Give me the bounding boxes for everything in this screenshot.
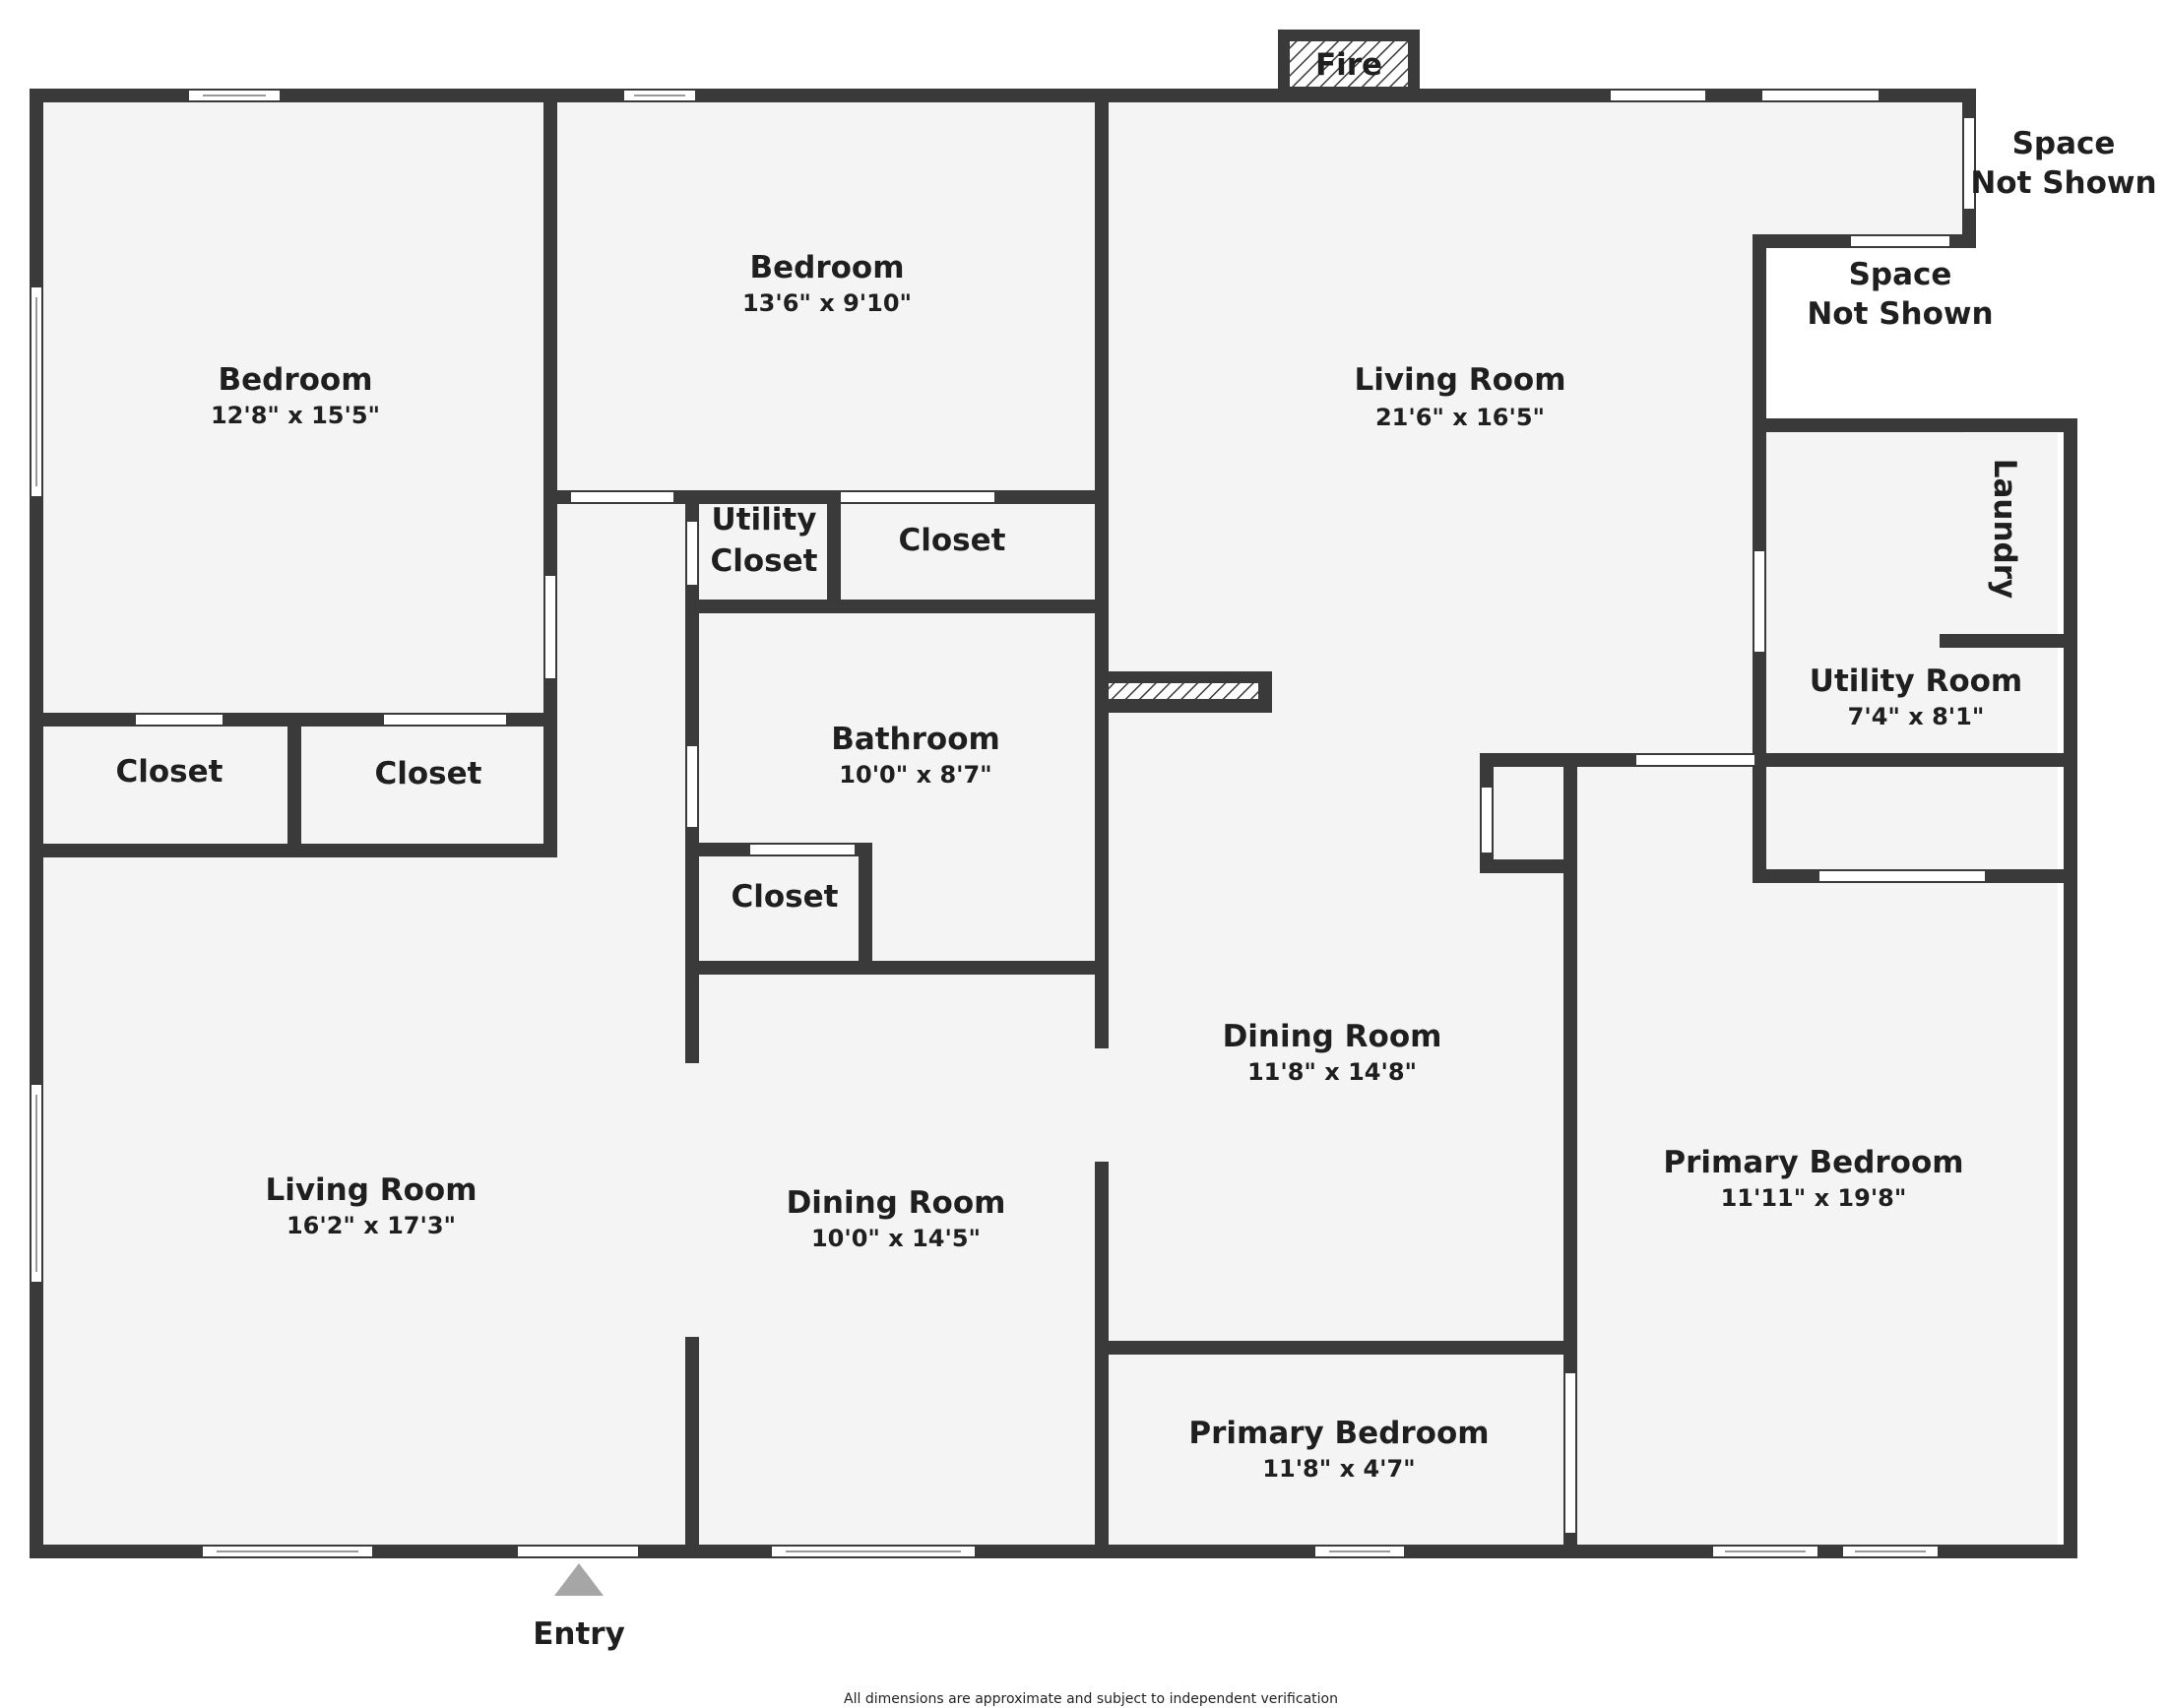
bedroom-north-dims: 13'6" x 9'10" [742,289,912,317]
utility-room-dims: 7'4" x 8'1" [1848,703,1985,730]
wall-space-west [1753,234,1766,431]
primary-large-name: Primary Bedroom [1663,1145,1963,1180]
utility-closet-name-line2: Closet [711,543,818,579]
east-floor [1767,433,2058,1546]
wall-dining-stub [685,1337,699,1558]
living-north-dims: 21'6" x 16'5" [1375,404,1545,431]
utility-closet-name-line1: Utility [712,502,817,538]
dining-east-name: Dining Room [1223,1019,1442,1054]
floor-areas [39,98,2072,1546]
living-west-dims: 16'2" x 17'3" [287,1212,456,1239]
utility-room-name: Utility Room [1810,664,2022,699]
dining-center-dims: 10'0" x 14'5" [811,1225,981,1252]
wall-closet-bath-east [859,843,872,971]
primary-small-name: Primary Bedroom [1188,1416,1489,1451]
wall-east [2064,418,2077,1558]
fireplace: Fire [1278,30,1420,102]
disclaimer: All dimensions are approximate and subje… [844,1691,1338,1707]
dining-center-name: Dining Room [787,1185,1006,1221]
living-west-name: Living Room [265,1172,477,1208]
wall-nook-south [1480,859,1577,873]
space-not-shown-area [1757,246,2072,418]
wall-bath-north [685,600,1109,613]
living-north-name: Living Room [1354,362,1565,398]
wall-closets-divider [287,713,301,851]
closet-north-name: Closet [899,523,1006,558]
space-not-shown-inner-line1: Space [1849,257,1952,292]
bedroom-west-name: Bedroom [218,362,372,398]
wall-primary-west [1563,753,1577,1558]
opening-living-dining [546,1053,554,1337]
laundry-name: Laundry [1987,459,2022,600]
closet-west-2-name: Closet [375,756,482,791]
wall-utility-closet-east [827,490,841,606]
wall-center-lower [1095,1162,1109,1558]
opening-hall-dining [688,1068,696,1336]
wall-openings [546,857,1106,1337]
wall-laundry-shelf [1940,634,2077,648]
wall-primary-north [1480,753,2077,767]
wall-north [30,89,1974,102]
primary-small-dims: 11'8" x 4'7" [1262,1455,1415,1483]
bathroom-name: Bathroom [831,722,1000,757]
wall-closets-south [30,844,557,857]
fireplace-label: Fire [1315,47,1382,83]
main-floor [39,98,1964,1546]
bathroom-dims: 10'0" x 8'7" [839,761,991,789]
opening-dining-dining [1098,1048,1106,1162]
bedroom-west-dims: 12'8" x 15'5" [211,402,380,429]
entry-label: Entry [533,1616,625,1652]
wall-utility-north [1753,418,2077,432]
space-not-shown-outer-line1: Space [2012,126,2116,161]
room-labels: Bedroom 12'8" x 15'5" Bedroom 13'6" x 9'… [116,126,2157,1483]
wall-bedroom-east [543,89,557,856]
wall-bath-south [685,961,1109,975]
primary-large-dims: 11'11" x 19'8" [1721,1184,1907,1212]
entry-arrow-icon [554,1563,604,1596]
closet-west-1-name: Closet [116,754,223,790]
closet-bath-name: Closet [732,879,839,915]
space-floor [1757,98,1964,241]
hall-floor [557,857,685,1054]
hearth-hatch [1109,683,1258,699]
dining-east-dims: 11'8" x 14'8" [1247,1058,1417,1086]
wall-primary-small-north [1095,1341,1577,1355]
bedroom-north-name: Bedroom [749,250,904,285]
space-not-shown-outer-line2: Not Shown [1970,165,2156,201]
space-not-shown-inner-line2: Not Shown [1807,296,1993,332]
wall-center-upper [1095,89,1109,1048]
windows [32,91,1985,1556]
